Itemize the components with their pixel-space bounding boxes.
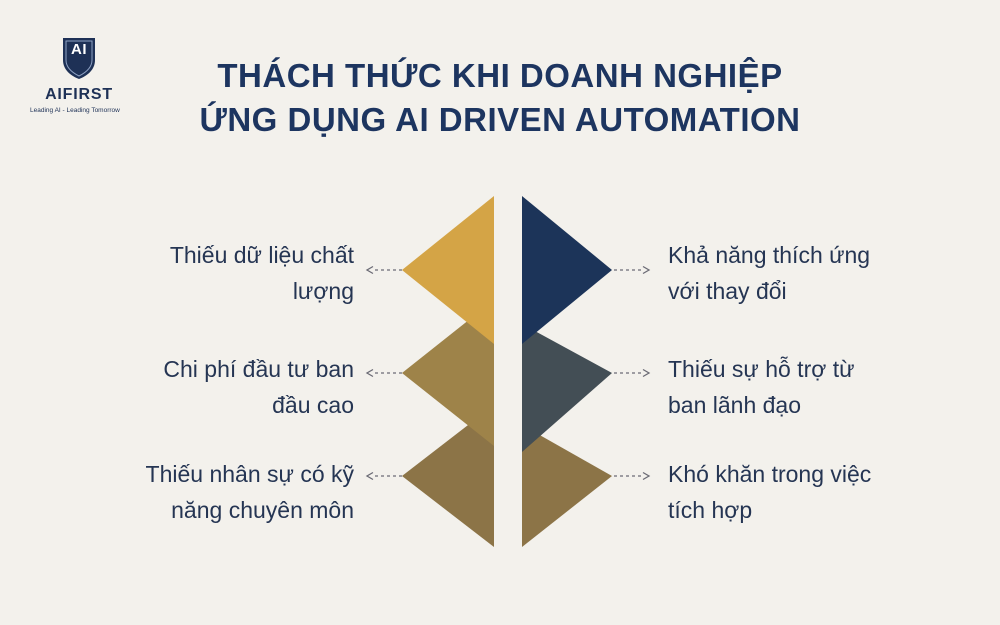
logo-monogram: AI [71, 41, 87, 58]
challenge-label-line: Thiếu dữ liệu chất [169, 242, 354, 268]
challenge-label-left-2: Chi phí đầu tư ban đầu cao [163, 351, 354, 423]
title-line-1: THÁCH THỨC KHI DOANH NGHIỆP [217, 57, 783, 94]
challenge-label-right-1: Khả năng thích ứng với thay đổi [668, 237, 870, 309]
challenge-label-line: Thiếu nhân sự có kỹ [145, 461, 354, 487]
brand-logo: AI AIFIRST Leading AI - Leading Tomorrow [30, 36, 140, 120]
challenge-label-line: ban lãnh đạo [668, 392, 802, 418]
left-triangle-middle [402, 300, 494, 446]
page-title: THÁCH THỨC KHI DOANH NGHIỆP ỨNG DỤNG AI … [160, 54, 840, 142]
challenge-label-left-3: Thiếu nhân sự có kỹ năng chuyên môn [146, 456, 354, 528]
right-triangle-top [522, 196, 612, 344]
brand-name: AIFIRST [45, 86, 113, 103]
challenge-label-line: với thay đổi [668, 278, 787, 304]
left-connector-1 [365, 265, 402, 275]
challenge-label-right-2: Thiếu sự hỗ trợ từ ban lãnh đạo [668, 351, 855, 423]
challenge-label-right-3: Khó khăn trong việc tích hợp [668, 456, 871, 528]
left-triangle-bottom [402, 405, 494, 547]
challenge-label-line: lượng [292, 278, 354, 304]
right-triangle-bottom [522, 425, 612, 547]
challenge-label-line: Chi phí đầu tư ban [163, 356, 354, 382]
left-connector-2 [365, 368, 402, 378]
right-connector-1 [614, 265, 651, 275]
brand-tagline: Leading AI - Leading Tomorrow [30, 107, 120, 114]
challenge-label-line: Khả năng thích ứng [668, 242, 871, 268]
left-triangle-top [402, 196, 494, 344]
title-line-2: ỨNG DỤNG AI DRIVEN AUTOMATION [199, 101, 801, 138]
challenge-label-line: năng chuyên môn [171, 497, 354, 523]
shield-icon [63, 38, 95, 79]
right-connector-2 [614, 368, 651, 378]
challenge-label-line: Thiếu sự hỗ trợ từ [668, 356, 855, 382]
right-connector-3 [614, 471, 651, 481]
right-triangle-middle [522, 324, 612, 452]
challenge-label-line: đầu cao [272, 392, 354, 418]
left-connector-3 [365, 471, 402, 481]
challenge-label-line: tích hợp [668, 497, 753, 523]
challenge-label-left-1: Thiếu dữ liệu chất lượng [170, 237, 354, 309]
challenge-label-line: Khó khăn trong việc [668, 461, 872, 487]
